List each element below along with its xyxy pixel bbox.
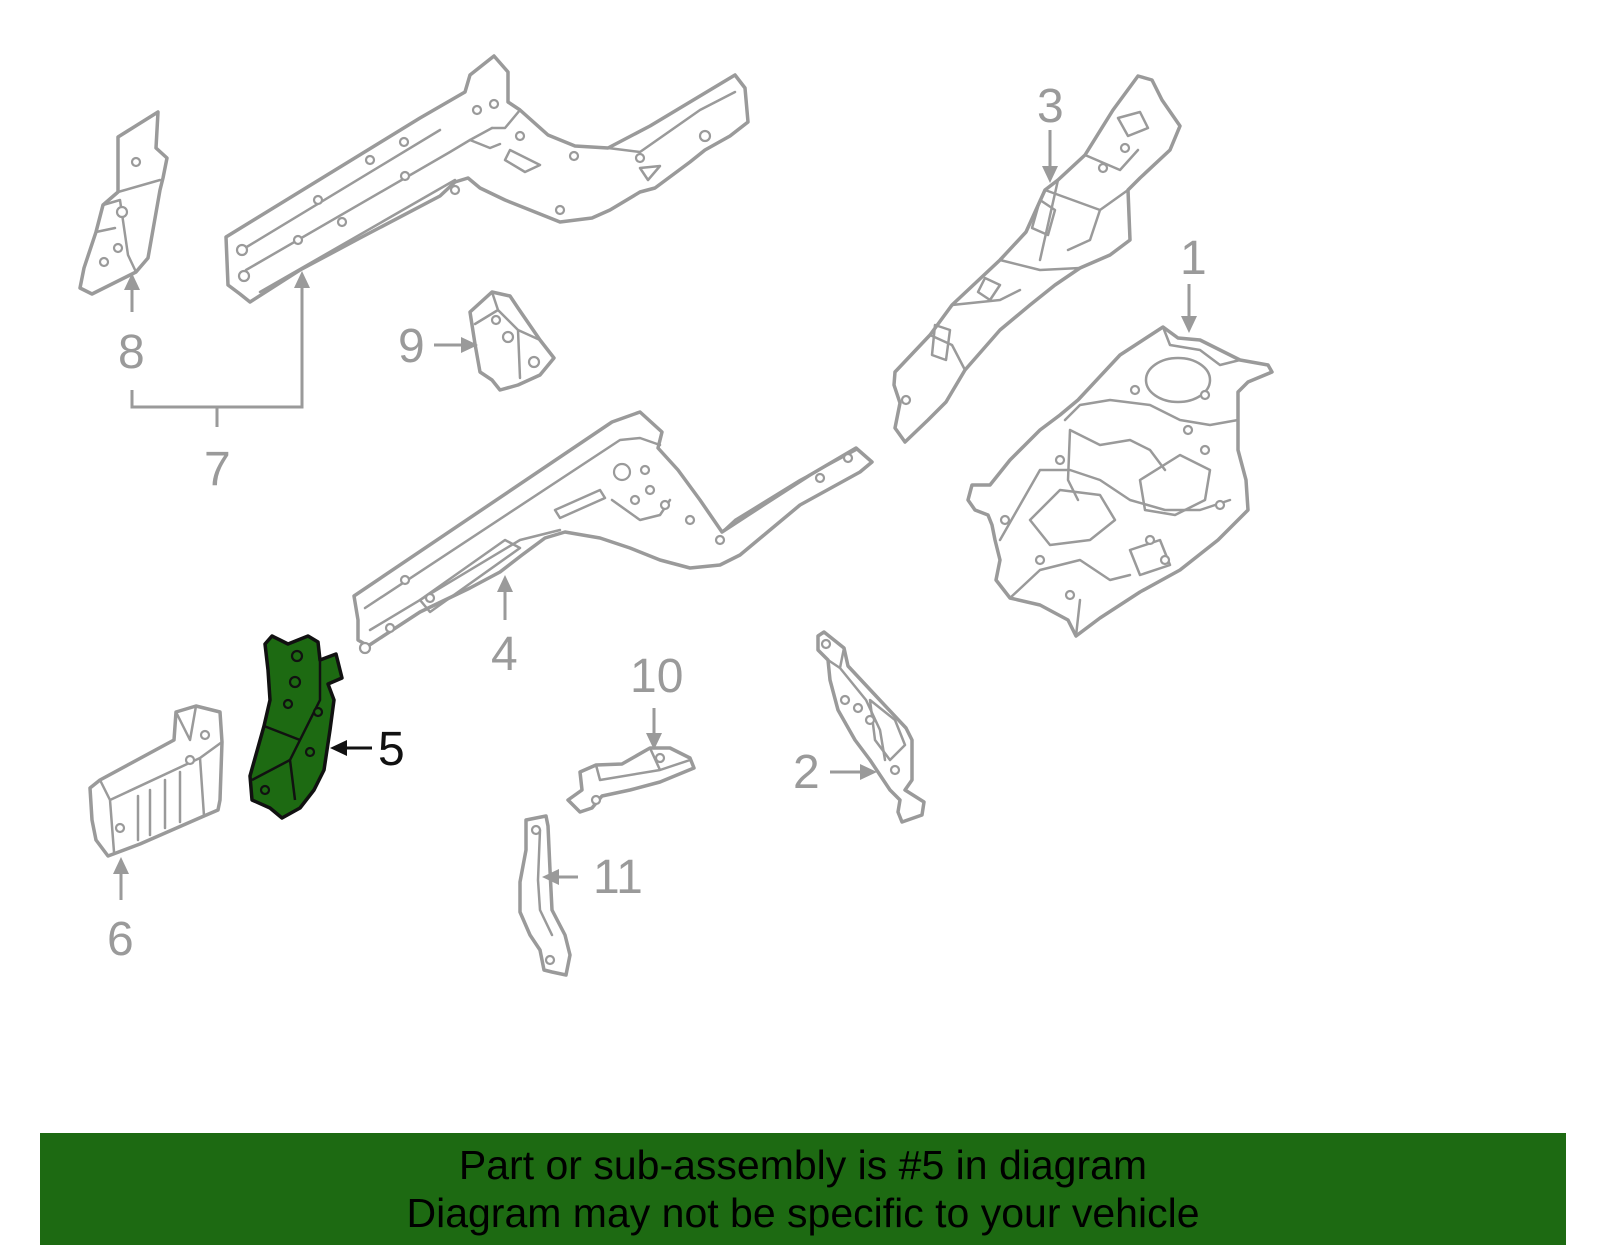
leader-lines [113, 130, 1197, 900]
callout-5-highlighted: 5 [378, 723, 405, 776]
part-5-highlighted-bracket[interactable] [248, 634, 344, 820]
part-9-bracket[interactable] [468, 290, 556, 392]
part-8-bracket[interactable] [78, 110, 169, 296]
info-banner: Part or sub-assembly is #5 in diagram Di… [40, 1133, 1566, 1245]
callout-9: 9 [398, 320, 425, 373]
part-10-bracket[interactable] [566, 746, 696, 814]
callout-3: 3 [1037, 80, 1064, 133]
banner-line-part: Part or sub-assembly is #5 in diagram [458, 1142, 1148, 1188]
callout-11: 11 [593, 851, 643, 904]
part-1-housing-assembly[interactable] [966, 325, 1274, 638]
part-3-side-rail[interactable] [892, 74, 1182, 444]
callout-10: 10 [630, 650, 683, 703]
callout-7: 7 [204, 443, 231, 496]
banner-line-disclaimer: Diagram may not be specific to your vehi… [406, 1190, 1200, 1236]
part-2-bracket[interactable] [816, 630, 926, 824]
callout-6: 6 [107, 913, 134, 966]
part-7-upper-rail[interactable] [224, 54, 750, 304]
part-4-lower-rail[interactable] [352, 410, 874, 655]
part-6-bracket[interactable] [88, 704, 224, 858]
part-11-strap[interactable] [518, 814, 572, 977]
callout-2: 2 [793, 746, 820, 799]
callout-1: 1 [1180, 232, 1207, 285]
callout-8: 8 [118, 326, 145, 379]
callout-4: 4 [491, 628, 518, 681]
